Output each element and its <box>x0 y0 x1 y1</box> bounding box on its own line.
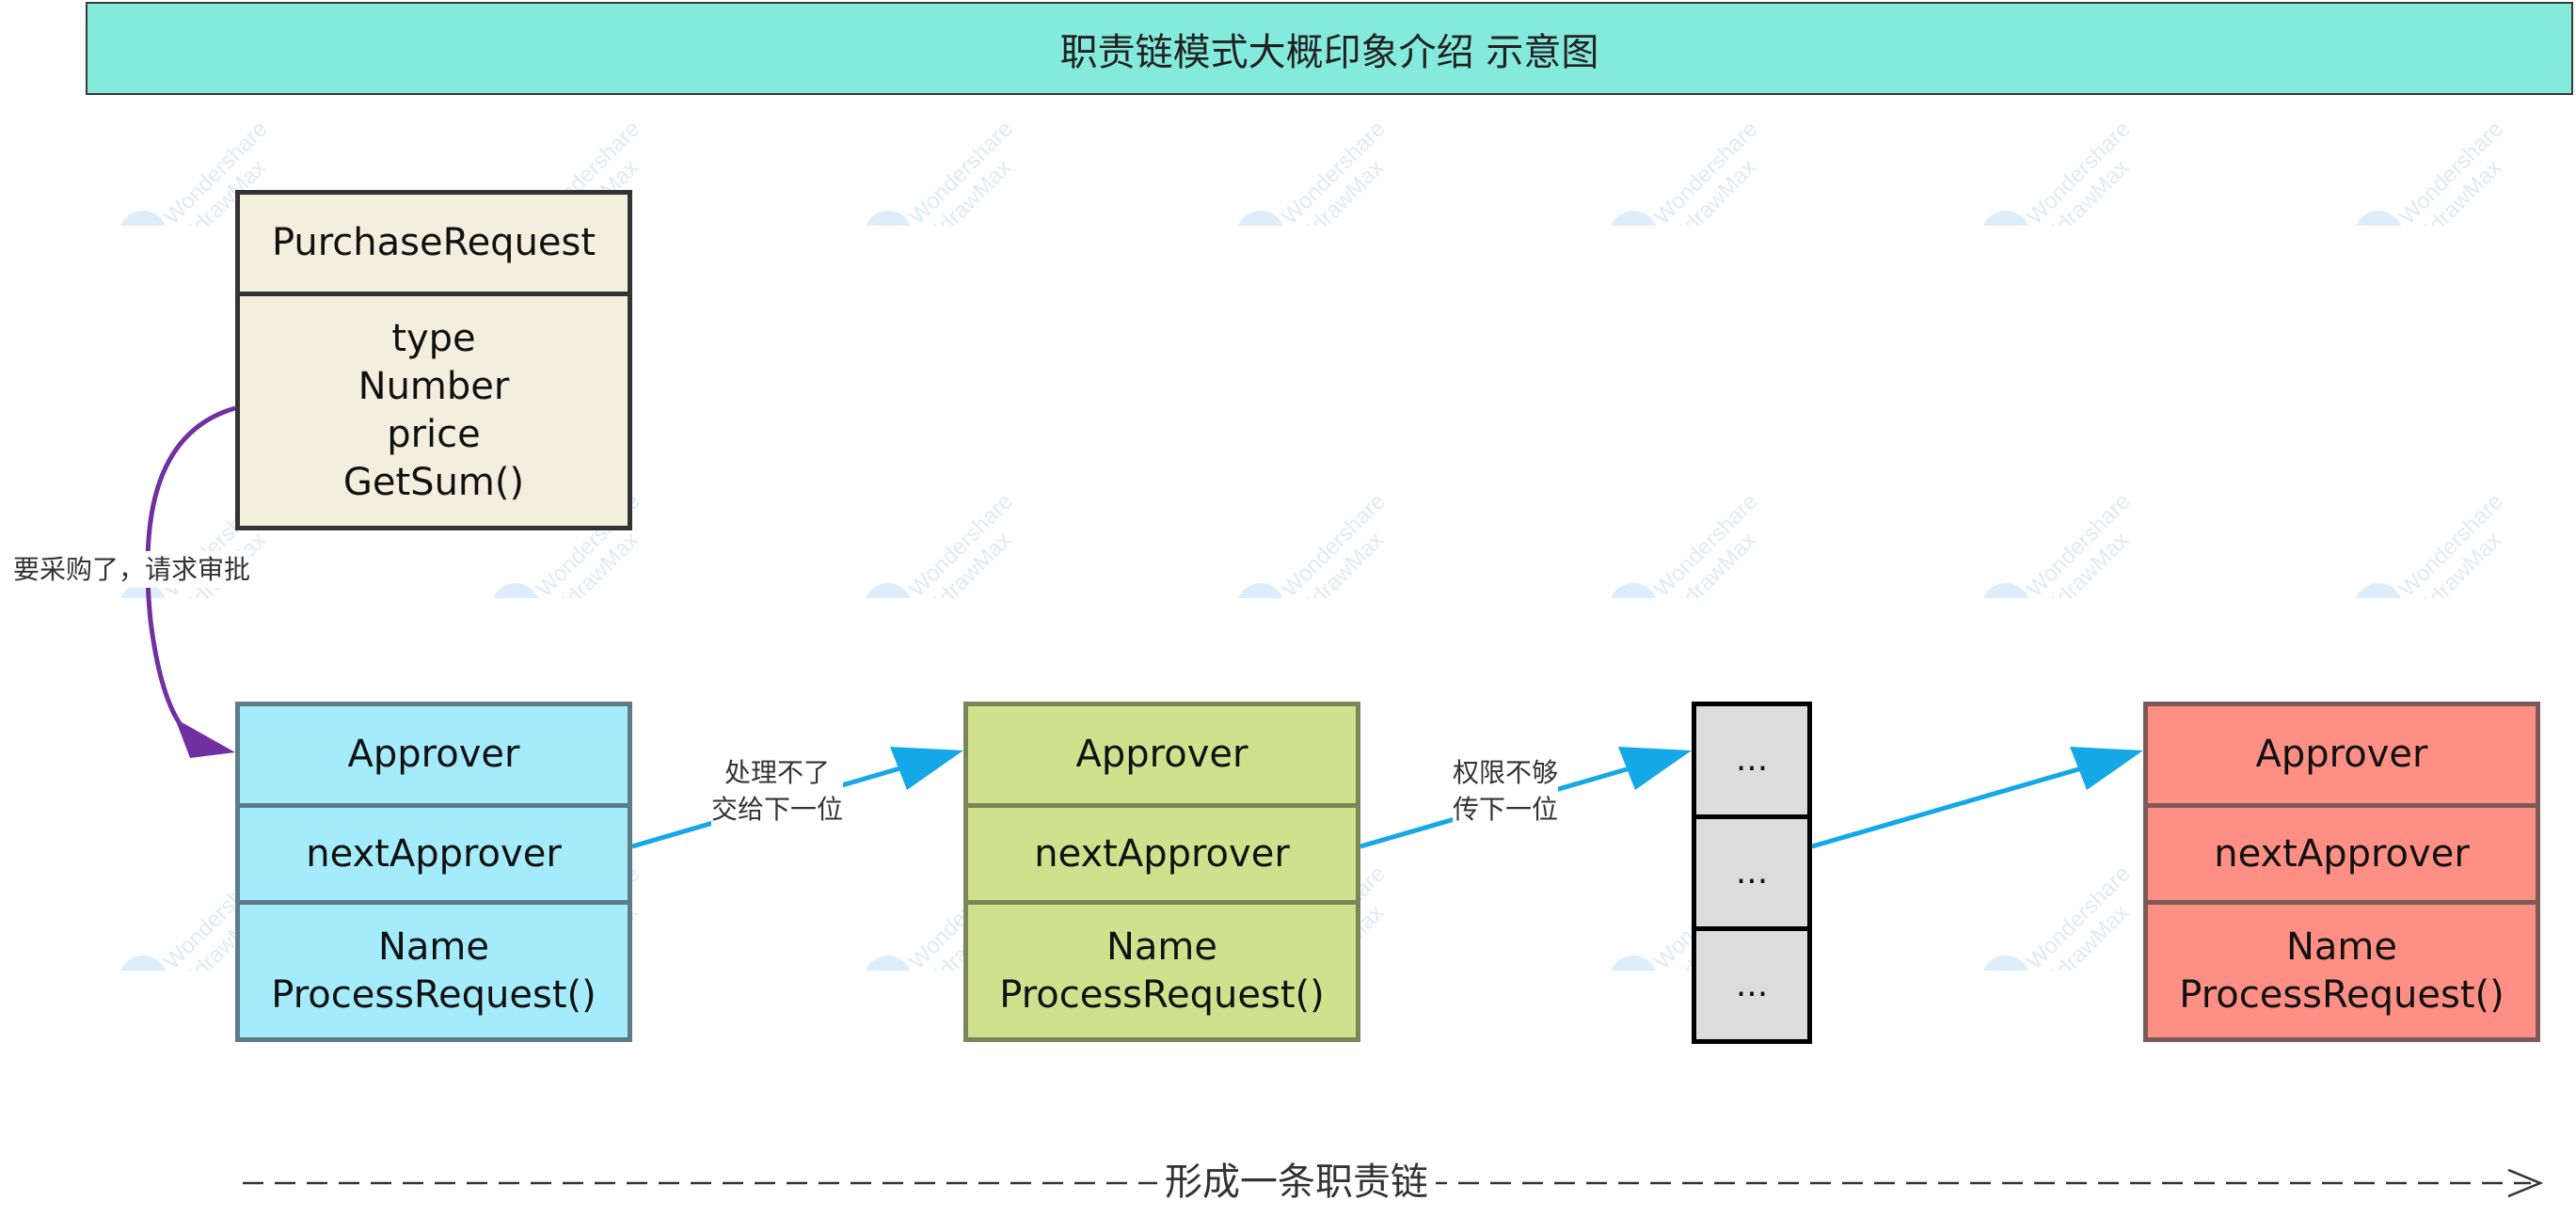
edge-label-2-line-2: 传下一位 <box>1453 794 1559 826</box>
purchase-request-header: PurchaseRequest <box>240 195 628 292</box>
ellipsis-text: ... <box>1735 965 1769 1004</box>
edge-label-2: 权限不够 传下一位 <box>1453 754 1559 829</box>
member: ProcessRequest() <box>2179 972 2504 1017</box>
approver-class-1: Approver nextApprover Name ProcessReques… <box>235 702 632 1042</box>
approver-2-field: nextApprover <box>968 803 1356 900</box>
chain-label: 形成一条职责链 <box>1157 1151 1436 1206</box>
placeholder-to-approver3-edge <box>1811 765 2086 849</box>
approver-2-header: Approver <box>968 706 1356 803</box>
approver-class-3: Approver nextApprover Name ProcessReques… <box>2143 702 2540 1042</box>
edge-label-1-line-1: 处理不了 <box>724 757 831 788</box>
approver-3-members: Name ProcessRequest() <box>2148 900 2536 1037</box>
chain-dashed-arrowhead <box>2507 1168 2544 1198</box>
placeholder-class: ... ... ... <box>1692 702 1812 1044</box>
member: Name <box>377 924 489 969</box>
placeholder-row: ... <box>1696 706 1807 814</box>
approver2-to-placeholder-arrowhead <box>1618 747 1692 790</box>
approver-2-members: Name ProcessRequest() <box>968 900 1356 1037</box>
approver-1-header: Approver <box>240 706 628 803</box>
member: Name <box>2285 924 2397 969</box>
approver1-to-approver2-arrowhead <box>890 747 963 790</box>
purchase-request-class: PurchaseRequest type Number price GetSum… <box>235 190 632 530</box>
class-name: PurchaseRequest <box>271 221 596 265</box>
attribute: price <box>387 413 481 456</box>
member: ProcessRequest() <box>271 972 596 1017</box>
request-edge-label: 要采购了，请求审批 <box>13 551 251 589</box>
edge-label-1: 处理不了 交给下一位 <box>711 754 844 829</box>
ellipsis-text: ... <box>1735 740 1769 780</box>
approver-1-members: Name ProcessRequest() <box>240 900 628 1037</box>
attribute: Number <box>358 365 510 409</box>
placeholder-row: ... <box>1696 813 1807 927</box>
request-edge-label-text: 要采购了，请求审批 <box>13 554 251 585</box>
edge-label-2-line-1: 权限不够 <box>1453 757 1559 788</box>
edge-label-1-line-2: 交给下一位 <box>711 794 844 826</box>
field-name: nextApprover <box>1034 831 1290 876</box>
approver-class-2: Approver nextApprover Name ProcessReques… <box>963 702 1360 1042</box>
field-name: nextApprover <box>306 831 562 876</box>
member: ProcessRequest() <box>999 972 1325 1017</box>
diagram-title-text: 职责链模式大概印象介绍 示意图 <box>1059 30 1599 74</box>
request-to-approver-arrowhead <box>175 719 235 758</box>
chain-label-text: 形成一条职责链 <box>1165 1161 1428 1204</box>
class-name: Approver <box>2255 733 2428 777</box>
class-name: Approver <box>1075 733 1248 777</box>
attribute: type <box>391 317 476 361</box>
approver-3-header: Approver <box>2148 706 2536 803</box>
placeholder-row: ... <box>1696 926 1807 1039</box>
purchase-request-attributes: type Number price GetSum() <box>240 292 628 526</box>
ellipsis-text: ... <box>1735 853 1769 892</box>
attribute: GetSum() <box>342 460 525 504</box>
approver-1-field: nextApprover <box>240 803 628 900</box>
diagram-title: 职责链模式大概印象介绍 示意图 <box>86 2 2573 95</box>
placeholder-to-approver3-arrowhead <box>2070 747 2143 790</box>
class-name: Approver <box>347 733 520 777</box>
member: Name <box>1105 924 1217 969</box>
approver-3-field: nextApprover <box>2148 803 2536 900</box>
field-name: nextApprover <box>2214 831 2470 876</box>
